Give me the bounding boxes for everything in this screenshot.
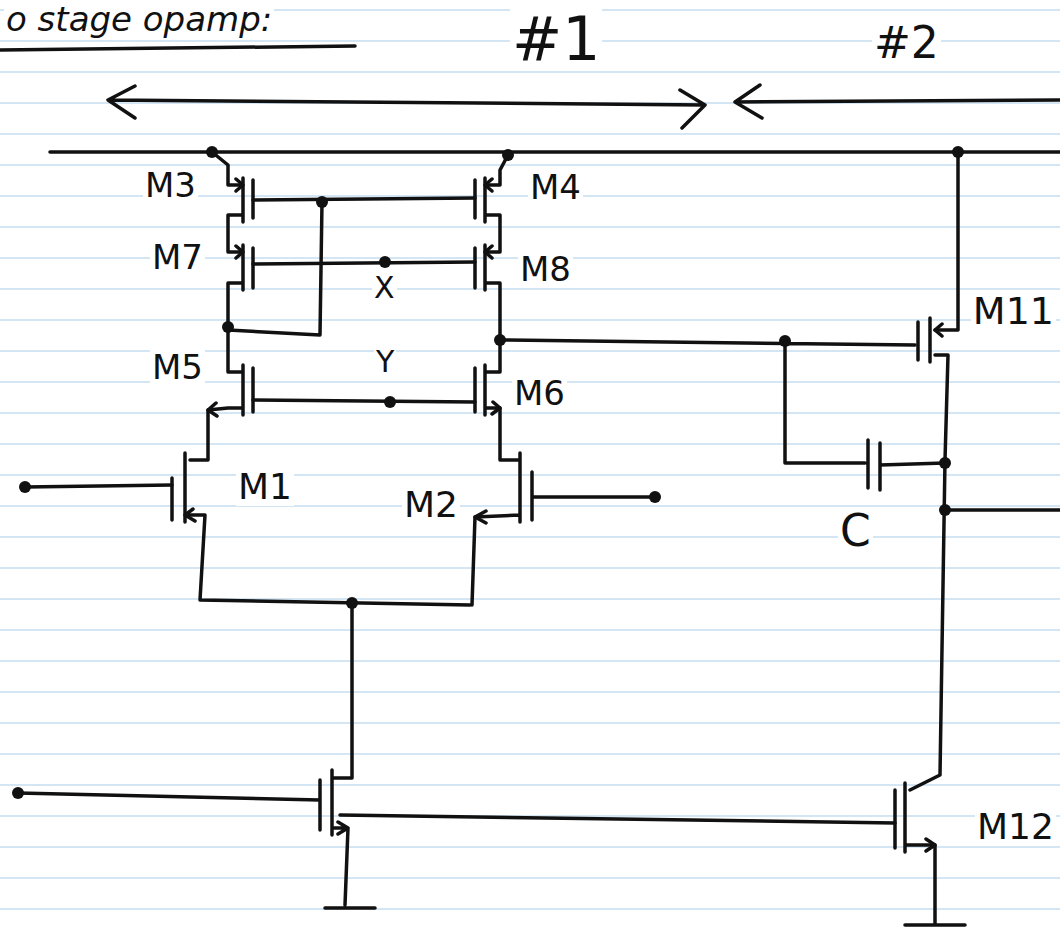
node-name: Y [374,346,396,378]
rule-line [0,443,1060,444]
node-name: X [372,272,397,304]
wires [0,46,1060,925]
rule-line [0,753,1060,754]
rule-line [0,474,1060,475]
stage-number: #1 [510,8,602,71]
rule-line [0,319,1060,320]
rule-line [0,908,1060,909]
rule-line [0,226,1060,227]
capacitor-name: C [838,508,873,554]
transistor-name: M5 [150,350,205,386]
rule-line [0,660,1060,661]
transistor-name: M7 [150,240,205,276]
rule-line [0,629,1060,630]
rule-line [0,567,1060,568]
rule-line [0,71,1060,72]
junction-dots [12,146,964,799]
transistor-name: M12 [975,808,1056,846]
page-title: o stage opamp: [4,2,274,38]
rule-line [0,877,1060,878]
rule-line [0,722,1060,723]
rule-line [0,288,1060,289]
transistor-name: M4 [528,170,583,206]
rule-line [0,133,1060,134]
rule-line [0,164,1060,165]
rule-line [0,784,1060,785]
transistor-name: M3 [143,168,198,204]
rule-line [0,598,1060,599]
transistor-name: M11 [971,292,1056,332]
transistor-name: M6 [512,376,567,412]
rule-line [0,412,1060,413]
rule-line [0,505,1060,506]
transistor-name: M8 [518,252,573,288]
stage-number: #2 [872,20,941,66]
transistor-name: M1 [236,468,294,506]
rule-line [0,846,1060,847]
transistor-name: M2 [402,486,460,524]
rule-line [0,536,1060,537]
rule-line [0,691,1060,692]
